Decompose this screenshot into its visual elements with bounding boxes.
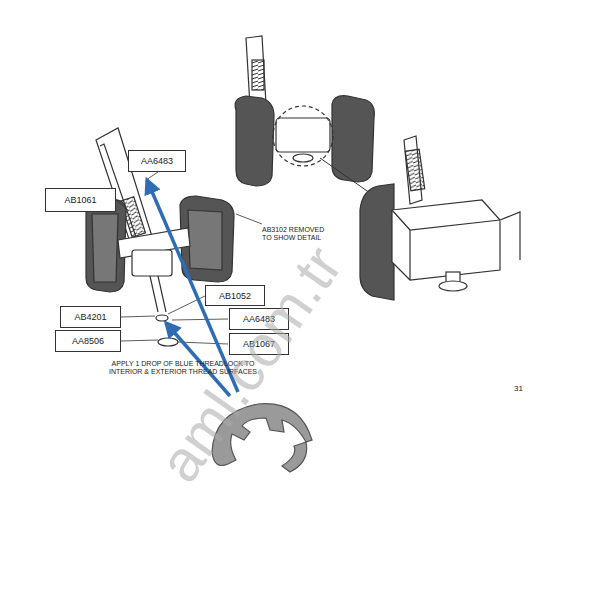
- part-number: AB1061: [64, 195, 96, 205]
- part-number: AB4201: [74, 312, 106, 322]
- callout-box: AA6483: [128, 150, 186, 172]
- part-number: AA8506: [72, 336, 104, 346]
- callout-box: AB1061: [45, 188, 116, 212]
- part-number: AA6483: [141, 156, 173, 166]
- callout-box: AA8506: [55, 330, 121, 352]
- part-number: AB1052: [219, 291, 251, 301]
- callout-box: AB4201: [60, 306, 121, 328]
- page-number: 31: [514, 384, 534, 393]
